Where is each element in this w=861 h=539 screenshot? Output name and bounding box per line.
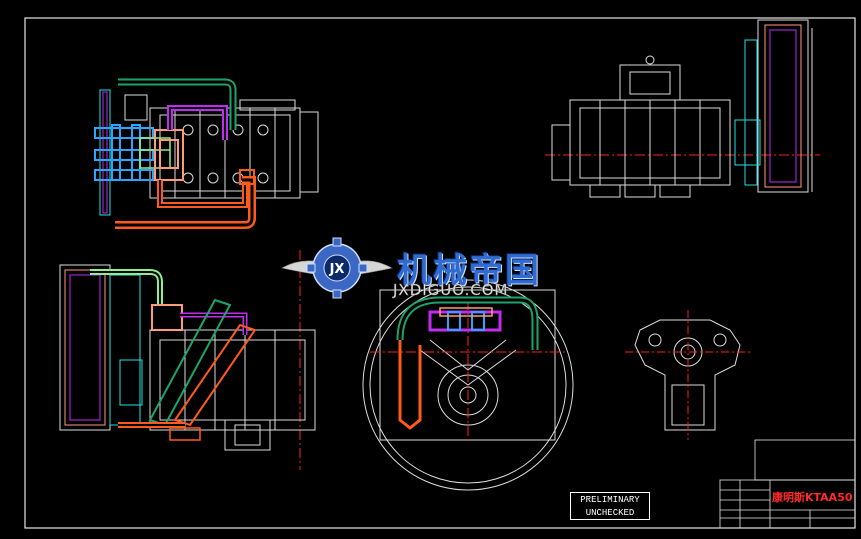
preliminary-stamp: PRELIMINARY UNCHECKED bbox=[570, 492, 650, 520]
watermark-logo-letters: JX bbox=[329, 262, 345, 277]
title-block bbox=[719, 439, 856, 529]
stamp-line-1: PRELIMINARY bbox=[580, 495, 640, 505]
top-right-view bbox=[545, 19, 820, 198]
bottom-right-view bbox=[625, 310, 750, 440]
watermark-brand-cn: 机械帝国 bbox=[397, 251, 541, 291]
bottom-left-view bbox=[59, 250, 316, 470]
top-left-view bbox=[94, 78, 319, 229]
drawing-border bbox=[24, 17, 856, 529]
watermark-brand-url: JXDIGUO.COM bbox=[393, 281, 509, 299]
watermark-logo bbox=[281, 237, 393, 299]
stamp-line-2: UNCHECKED bbox=[585, 508, 635, 518]
title-block-title: 康明斯KTAA50 bbox=[772, 491, 853, 504]
bottom-center-view bbox=[362, 279, 574, 491]
